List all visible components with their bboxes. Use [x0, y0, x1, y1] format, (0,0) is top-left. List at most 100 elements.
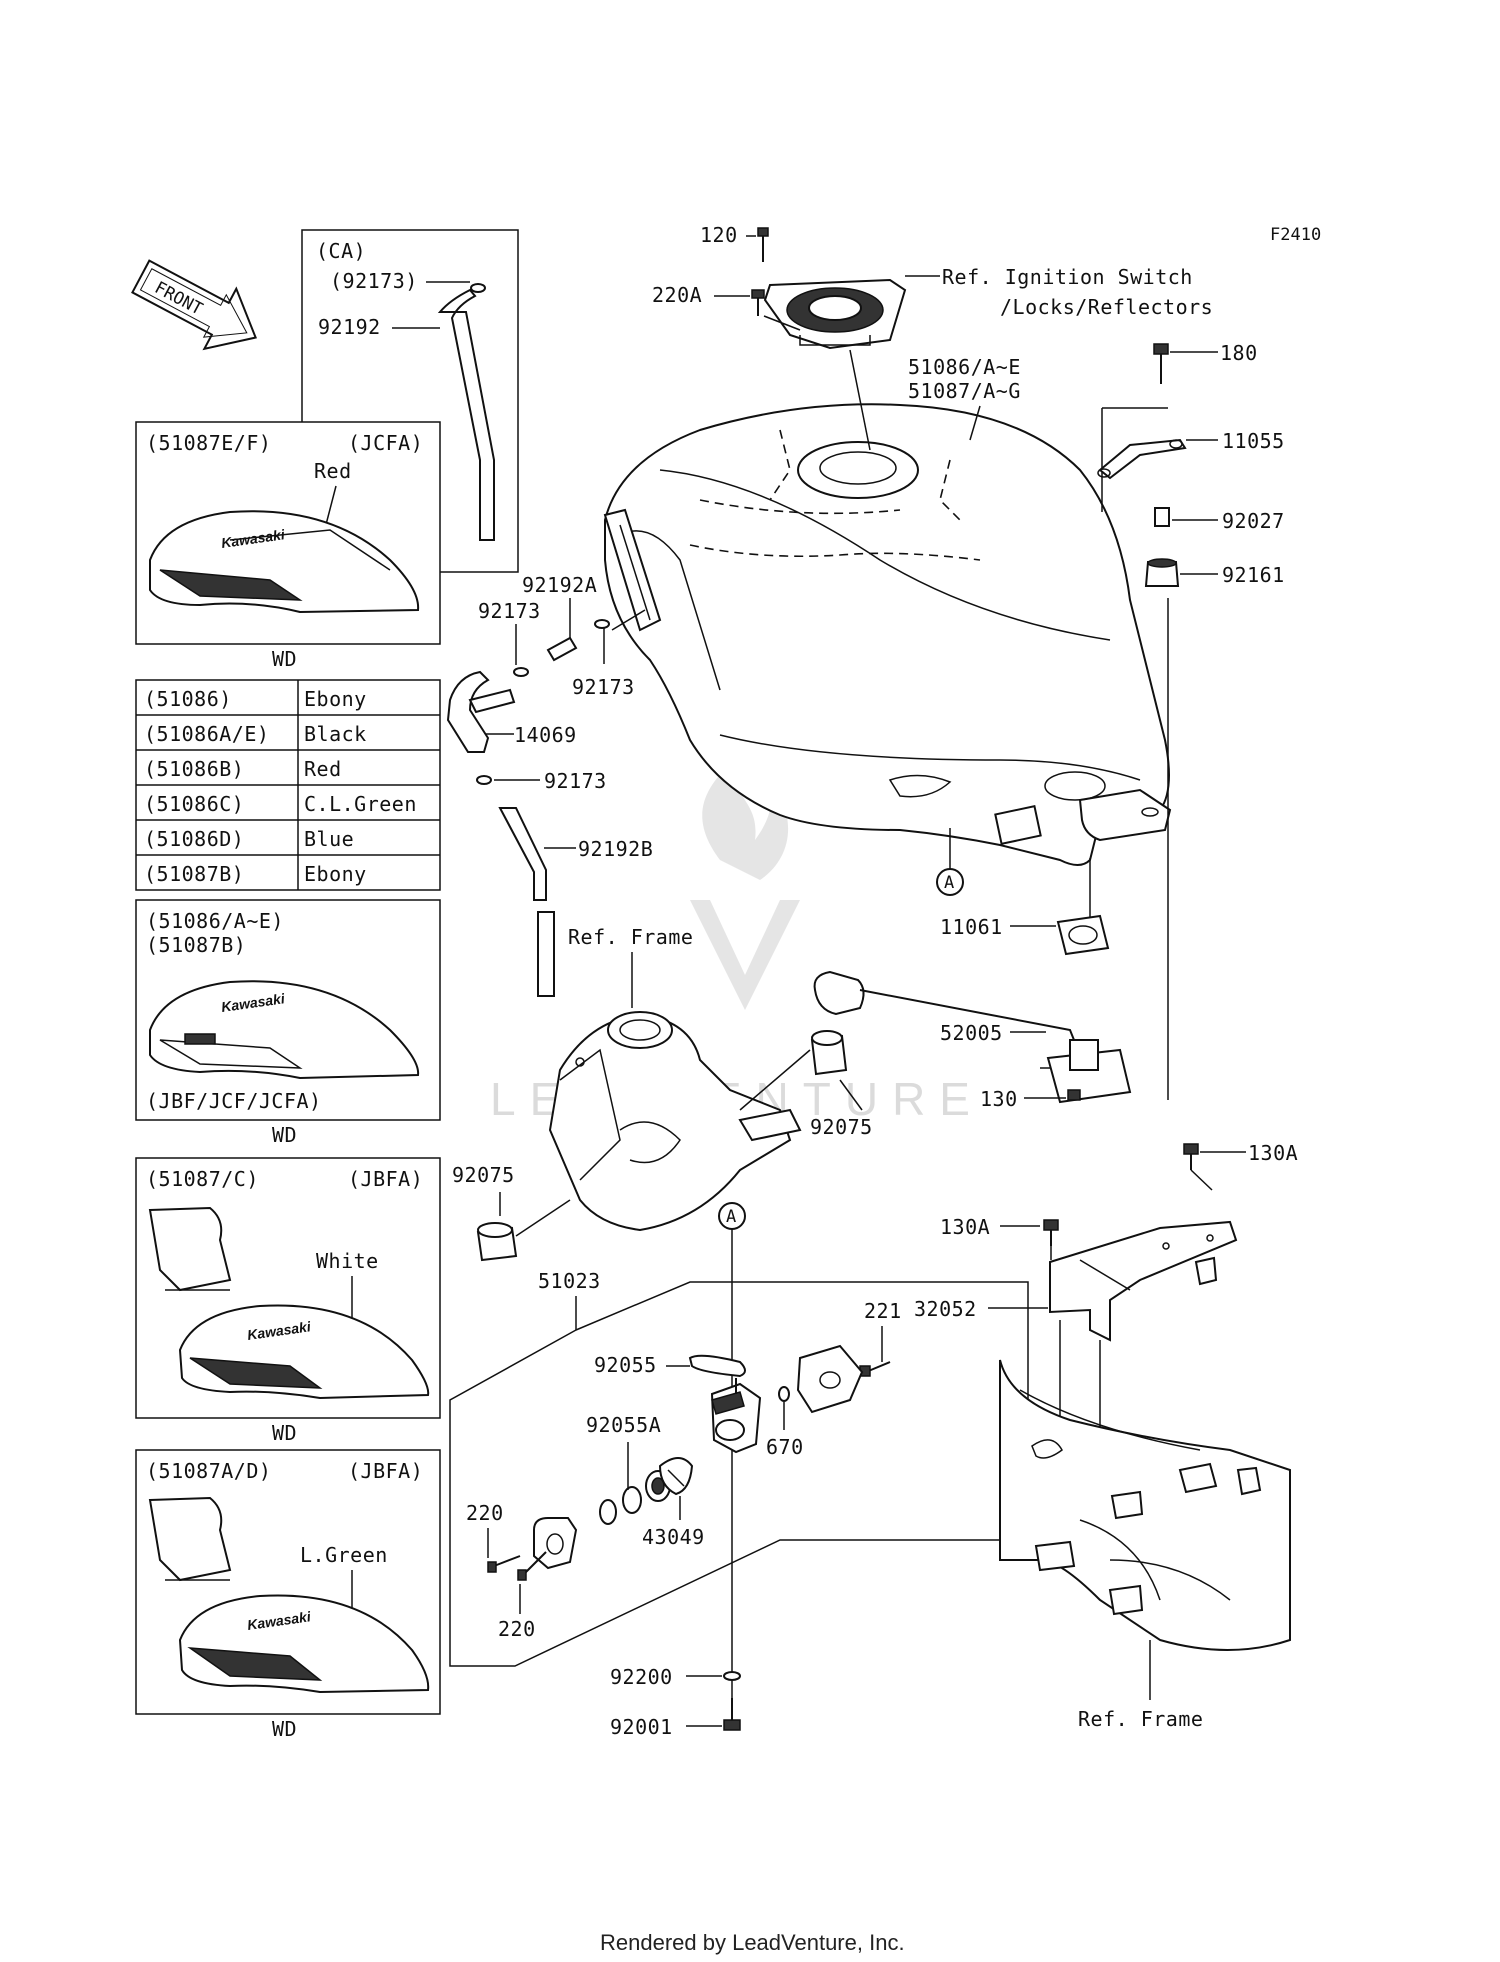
screw-220a — [751, 289, 765, 316]
color-code-5: (51087B) — [144, 862, 244, 886]
hose-92192b — [498, 807, 555, 997]
footer-credit: Rendered by LeadVenture, Inc. — [600, 1930, 905, 1955]
variant-white-model: (JBFA) — [348, 1167, 423, 1191]
variant-jcfa-code: (51087E/F) — [146, 431, 271, 455]
variant-jcfa-model: (JCFA) — [348, 431, 423, 455]
label-120: 120 — [700, 223, 738, 247]
tank-side-icon: Kawasaki — [178, 1304, 430, 1400]
variant-jcfa-color: Red — [314, 459, 352, 483]
gasket-11061 — [1056, 914, 1110, 956]
damper-92075 — [476, 1222, 518, 1262]
color-name-1: Black — [304, 722, 367, 746]
label-130a-b: 130A — [940, 1215, 990, 1239]
color-table: (51086) Ebony (51086A/E) Black (51086B) … — [135, 679, 441, 891]
label-92161: 92161 — [1222, 563, 1285, 587]
label-92001: 92001 — [610, 1715, 673, 1739]
color-code-0: (51086) — [144, 687, 232, 711]
variant-jbf-note: WD — [272, 1123, 297, 1147]
tank-side-icon: Kawasaki — [178, 1594, 430, 1694]
label-52005: 52005 — [940, 1021, 1003, 1045]
ca-title: (CA) — [316, 239, 366, 263]
label-43049: 43049 — [642, 1525, 705, 1549]
fuel-pump-52005 — [813, 970, 1132, 1104]
bolt-130 — [1067, 1089, 1081, 1101]
label-tank-1: 51086/A~E — [908, 355, 1021, 379]
bolt-180 — [1153, 343, 1169, 384]
bolt-130a — [1183, 1143, 1199, 1170]
bracket-32052 — [1049, 1220, 1238, 1342]
variant-jcfa-note: WD — [272, 647, 297, 671]
valve-cover — [796, 1344, 864, 1414]
color-name-3: C.L.Green — [304, 792, 417, 816]
label-92200: 92200 — [610, 1665, 673, 1689]
variant-green-note: WD — [272, 1717, 297, 1741]
label-130a-a: 130A — [1248, 1141, 1298, 1165]
diagram-id: F2410 — [1270, 225, 1321, 245]
bolt-130a — [1043, 1219, 1059, 1246]
color-code-2: (51086B) — [144, 757, 244, 781]
label-tank-2: 51087/A~G — [908, 379, 1021, 403]
variant-green-color: L.Green — [300, 1543, 388, 1567]
label-220a: 220 — [466, 1501, 504, 1525]
screw-221 — [859, 1361, 891, 1377]
lever-43049 — [658, 1457, 694, 1496]
ref-ignition-line2: /Locks/Reflectors — [1000, 295, 1213, 319]
variant-white-code: (51087/C) — [146, 1167, 259, 1191]
variant-jcfa-box: (51087E/F) (JCFA) Red Kawasaki WD — [135, 421, 441, 671]
collar-92027 — [1154, 507, 1170, 527]
frame — [548, 1011, 802, 1232]
variant-jbf-box: (51086/A~E) (51087B) Kawasaki (JBF/JCF/J… — [135, 899, 441, 1147]
oring-670 — [778, 1386, 790, 1402]
label-220b: 220 — [498, 1617, 536, 1641]
color-name-4: Blue — [304, 827, 354, 851]
tank-side-icon: Kawasaki — [149, 510, 420, 614]
label-92075a: 92075 — [810, 1115, 873, 1139]
variant-white-note: WD — [272, 1421, 297, 1445]
screw-220 — [517, 1551, 547, 1581]
variant-jbf-code2: (51087B) — [146, 933, 246, 957]
valve-plate — [533, 1517, 578, 1570]
damper-92075 — [810, 1030, 848, 1076]
label-92192b: 92192B — [578, 837, 653, 861]
fuel-cap — [763, 278, 907, 350]
color-code-1: (51086A/E) — [144, 722, 269, 746]
variant-jbf-models: (JBF/JCF/JCFA) — [146, 1089, 322, 1113]
label-92173b: 92173 — [572, 675, 635, 699]
fuel-tank — [603, 403, 1172, 866]
label-14069: 14069 — [514, 723, 577, 747]
label-130: 130 — [980, 1087, 1018, 1111]
color-code-3: (51086C) — [144, 792, 244, 816]
variant-green-code: (51087A/D) — [146, 1459, 271, 1483]
label-92055a: 92055A — [586, 1413, 661, 1437]
fuel-cock — [710, 1378, 762, 1454]
hose-14069 — [446, 670, 516, 753]
screw-220 — [487, 1555, 521, 1573]
front-arrow-icon: FRONT — [131, 259, 257, 351]
label-180: 180 — [1220, 341, 1258, 365]
variant-white-box: (51087/C) (JBFA) White Kawasaki WD — [135, 1157, 441, 1445]
ref-a-circle: A — [718, 1202, 746, 1230]
ref-ignition-line1: Ref. Ignition Switch — [942, 265, 1193, 289]
label-92192a: 92192A — [522, 573, 597, 597]
lower-frame — [999, 1359, 1291, 1651]
ref-frame-top: Ref. Frame — [568, 925, 693, 949]
clip-92173 — [594, 619, 610, 629]
ref-a-circle: A — [936, 868, 964, 896]
ref-frame-bottom: Ref. Frame — [1078, 1707, 1203, 1731]
color-name-5: Ebony — [304, 862, 367, 886]
color-code-4: (51086D) — [144, 827, 244, 851]
bolt-120 — [757, 227, 769, 262]
label-92173a: 92173 — [478, 599, 541, 623]
washer-92200 — [723, 1671, 741, 1681]
label-11055: 11055 — [1222, 429, 1285, 453]
bolt-92001 — [723, 1698, 741, 1731]
ref-a-label-2: A — [726, 1207, 736, 1227]
clip-92173 — [513, 667, 529, 677]
color-name-2: Red — [304, 757, 342, 781]
variant-white-color: White — [316, 1249, 379, 1273]
label-92027: 92027 — [1222, 509, 1285, 533]
label-92173c: 92173 — [544, 769, 607, 793]
bracket-11055 — [1097, 438, 1187, 480]
label-220a: 220A — [652, 283, 702, 307]
